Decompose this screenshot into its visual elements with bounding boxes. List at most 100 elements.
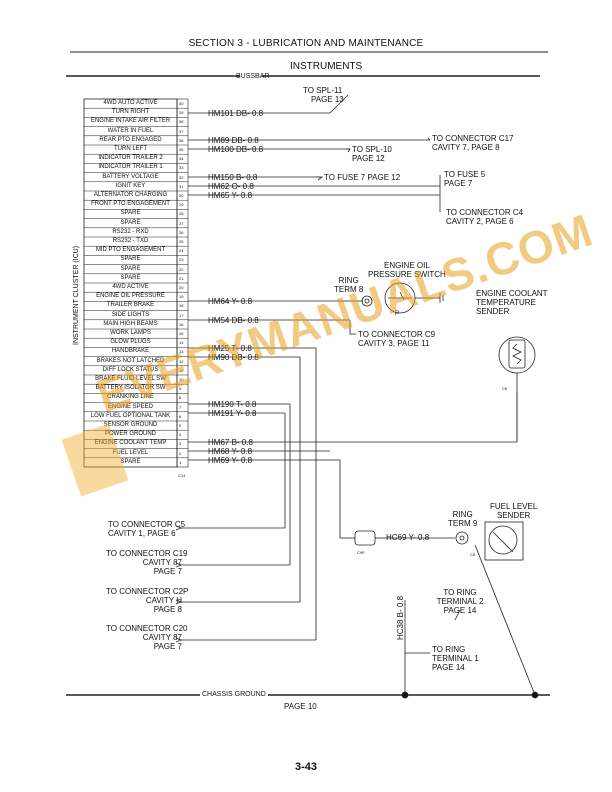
pin-number: 26 [179, 229, 184, 235]
wire-hm68: HM68 Y- 0.8 [208, 447, 253, 456]
pin-number: 9 [179, 386, 182, 392]
pin-label: FUEL LEVEL [112, 449, 149, 456]
pin-number: 24 [179, 248, 184, 254]
pin-label: RS232 - RXD [112, 228, 149, 235]
wire-hm65: HM65 Y- 0.8 [208, 191, 253, 200]
pin-label: ENGINE INTAKE AIR FILTER [90, 118, 171, 125]
pin-label: ALTERNATOR CHARGING [93, 192, 168, 198]
pin-number: 14 [179, 340, 184, 346]
pin-number: 35 [179, 147, 184, 152]
pin-label: HANDBRAKE [111, 348, 150, 355]
pin-number: 34 [179, 156, 184, 162]
pin-label: CRANKING LINE [107, 394, 154, 401]
pin-label: ENGINE COOLANT TEMP [94, 440, 167, 447]
pin-label: SENSOR GROUND [103, 422, 158, 428]
wire-hm64: HM64 Y- 0.8 [208, 297, 253, 306]
wire-hm89: HM89 DB- 0.8 [208, 136, 259, 145]
page-number: 3-43 [294, 761, 318, 773]
pin-label: DIFF LOCK STATUS [102, 366, 159, 373]
pin-label: TURN LEFT [114, 146, 147, 152]
pin-label: INDICATOR TRAILER 1 [98, 164, 163, 171]
connector-c9p-label: C9P [357, 550, 365, 555]
pin-number: 10 [179, 377, 184, 382]
pin-label: GLOW PLUGS [110, 339, 151, 346]
pin-number: 11 [179, 367, 184, 373]
pin-number: 3 [179, 441, 182, 447]
pin-number: 15 [179, 331, 184, 336]
pin-label: SPARE [120, 274, 141, 281]
pin-label: SPARE [120, 265, 141, 272]
wire-hm69: HM69 Y- 0.8 [208, 456, 253, 465]
pin-label: SPARE [120, 210, 141, 217]
pin-number: 33 [179, 165, 184, 171]
pin-label: ENGINE OIL PRESSURE [96, 293, 165, 300]
pin-number: 19 [179, 294, 184, 300]
pin-label: SIDE LIGHTS [111, 311, 150, 318]
pin-number: 7 [179, 404, 182, 410]
connector-c8-label: C8 [470, 552, 476, 557]
wire-hm67: HM67 B- 0.8 [208, 438, 253, 447]
pin-number: 40 [179, 101, 184, 106]
pin-label: IGNIT KEY [115, 182, 146, 189]
pin-label: 4WD ACTIVE [112, 284, 149, 290]
pin-label: WATER IN FUEL [107, 127, 154, 134]
pin-label: REAR PTO ENGAGED [99, 136, 162, 143]
connector-c6-label: C6 [502, 386, 508, 391]
pin-number: 29 [179, 202, 184, 208]
pin-number: 20 [179, 285, 184, 290]
wire-hc38: HC38 B- 0.8 [396, 595, 405, 640]
wire-hm101: HM101 DB- 0.8 [208, 109, 264, 118]
pin-number: 23 [179, 257, 184, 263]
pin-number: 21 [179, 275, 184, 281]
pin-label: ENGINE SPEED [107, 403, 153, 410]
pin-label: BATTERY ISOLATOR SW [95, 385, 166, 392]
pin-number: 8 [179, 395, 182, 401]
pin-number: 31 [179, 183, 184, 189]
pin-label: SPARE [120, 458, 141, 465]
wire-hm150: HM150 B- 0.8 [208, 173, 258, 182]
pin-number: 30 [179, 193, 184, 198]
cluster-label: INSTRUMENT CLUSTER (ICU) [73, 245, 80, 345]
wire-hm190: HM190 T- 0.8 [208, 400, 257, 409]
pin-label: SPARE [120, 256, 141, 263]
wire-hm25: HM25 T- 0.8 [208, 344, 252, 353]
pin-label: RS232 - TXD [112, 238, 149, 244]
pin-number: 16 [179, 321, 184, 327]
pin-number: 32 [179, 174, 184, 180]
pin-label: SPARE [120, 219, 141, 226]
pin-number: 5 [179, 423, 182, 428]
pin-number: 13 [179, 349, 184, 355]
chassis-ground-label: CHASSIS GROUND [202, 691, 266, 698]
pin-number: 39 [179, 110, 184, 116]
pin-label: 4WD AUTO ACTIVE [103, 100, 158, 106]
pin-number: 2 [179, 450, 182, 456]
wire-hc69: HC69 Y- 0.8 [386, 533, 430, 542]
pin-number: 27 [179, 220, 184, 226]
pin-label: INDICATOR TRAILER 2 [98, 155, 163, 162]
pin-label: BRAKES NOT LATCHED [96, 357, 165, 364]
pin-label: LOW FUEL OPTIONAL TANK [90, 412, 171, 419]
switch-p-label: P [395, 311, 400, 317]
pin-number: 37 [179, 128, 184, 134]
pin-number: 1 [179, 459, 182, 465]
pin-number: 17 [179, 312, 184, 318]
pin-number: 6 [179, 413, 182, 419]
bussbar-label: BUSSBAR [236, 73, 270, 80]
